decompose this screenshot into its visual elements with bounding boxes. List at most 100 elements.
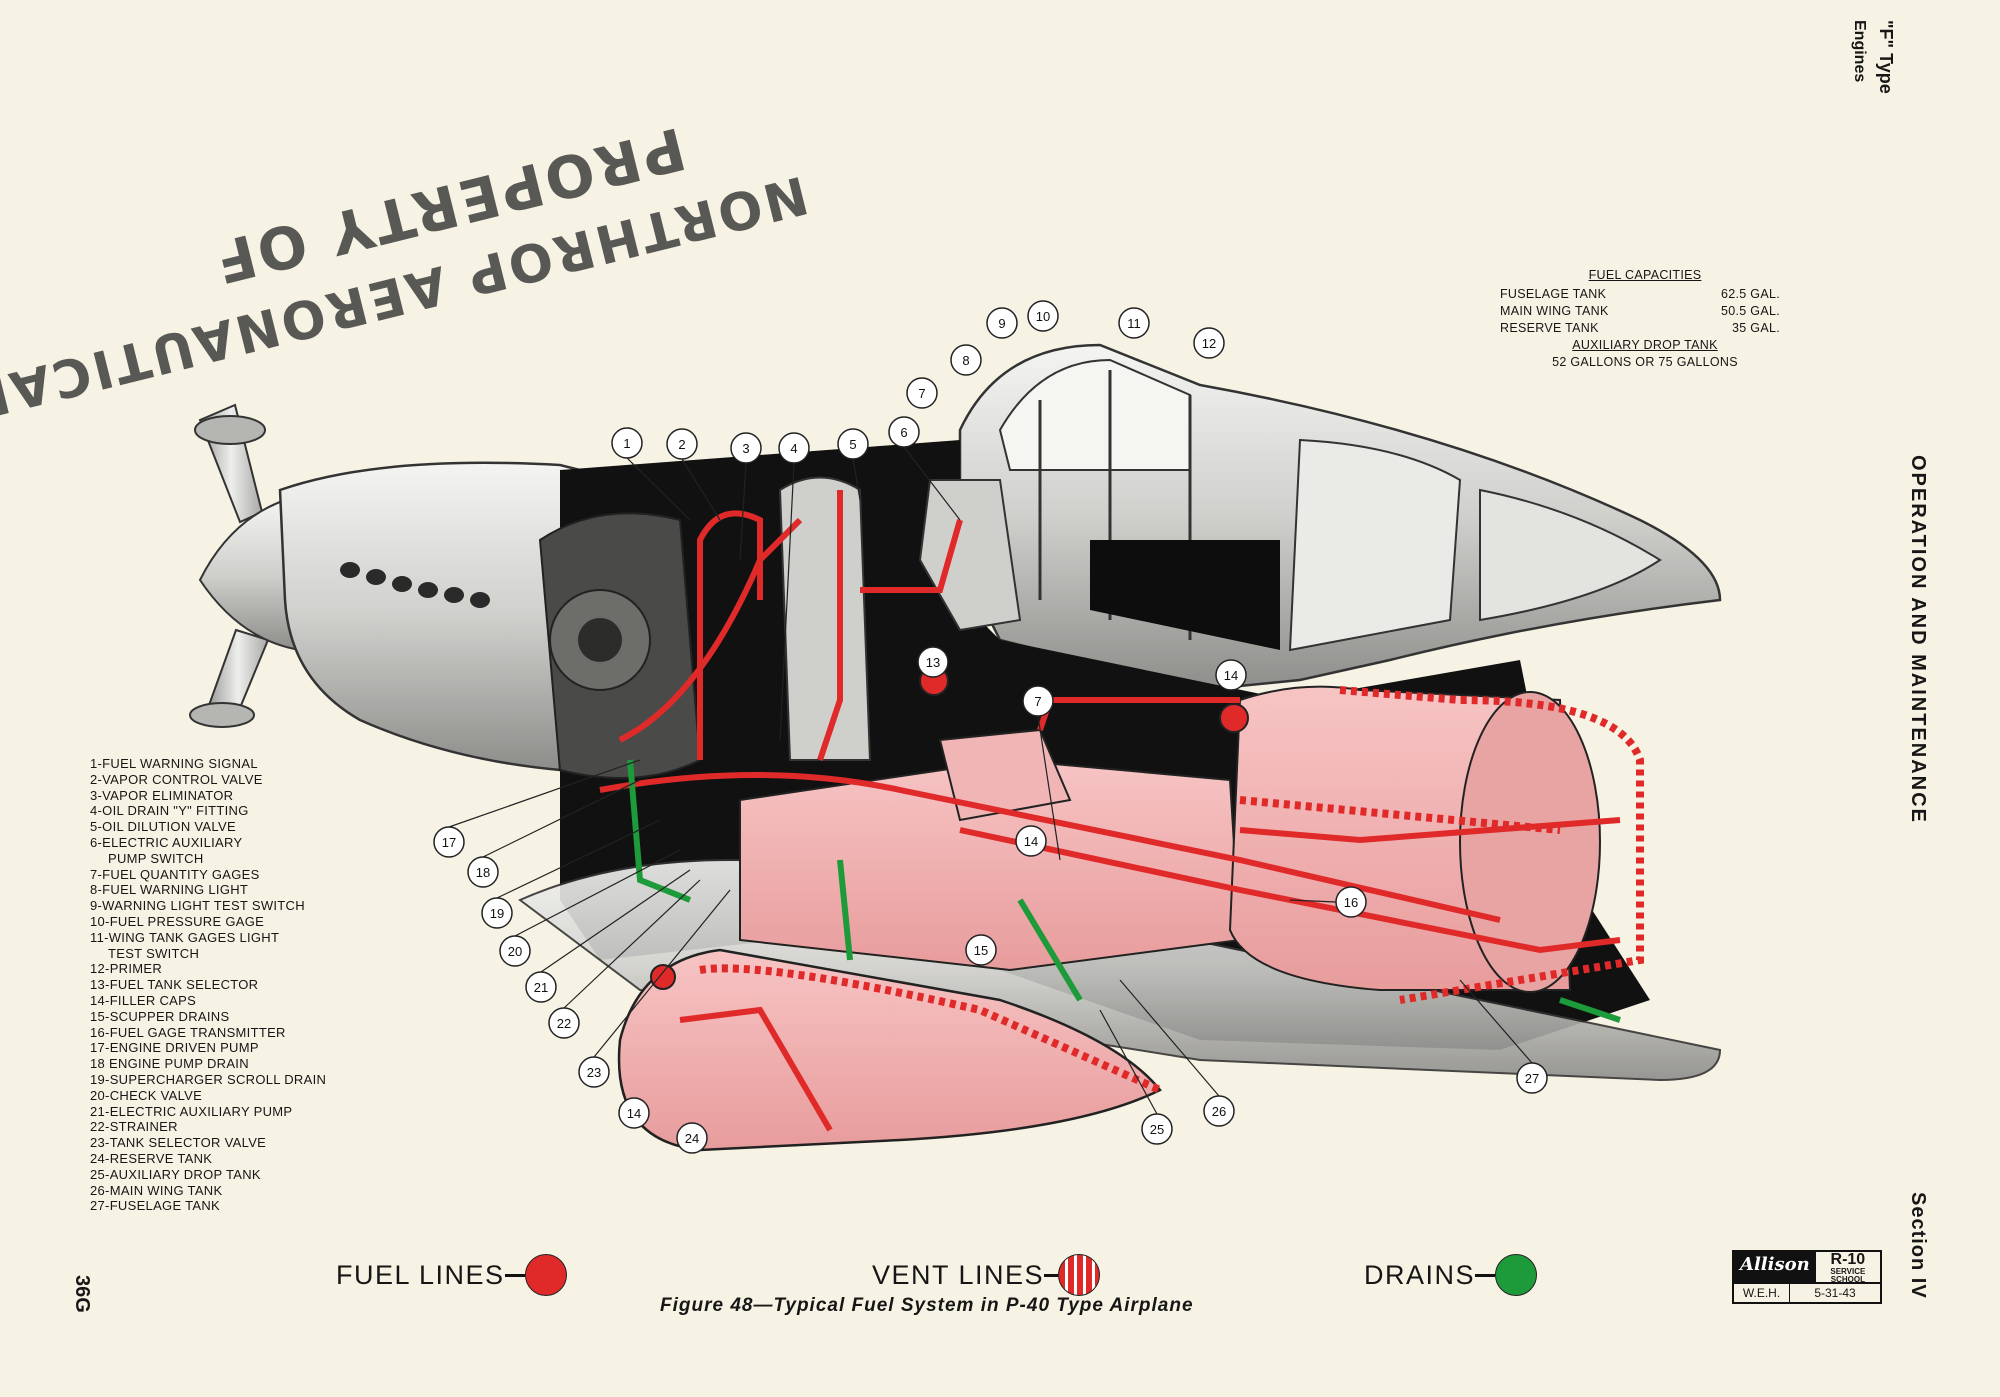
auxiliary-drop-tank (617, 948, 1162, 1152)
callout-26: 26 (1212, 1104, 1226, 1119)
callout-17: 17 (442, 835, 456, 850)
list-item: 2-VAPOR CONTROL VALVE (90, 771, 263, 787)
vent-lines-label: VENT LINES (872, 1259, 1045, 1290)
callout-14c: 14 (627, 1106, 641, 1121)
list-item: 6-ELECTRIC AUXILIARY (90, 834, 243, 850)
callout-24: 24 (685, 1131, 699, 1146)
callout-13: 13 (926, 655, 940, 670)
fuel-lines-key: FUEL LINES (336, 1254, 567, 1296)
list-item: 7-FUEL QUANTITY GAGES (90, 866, 260, 882)
callout-7b: 7 (1034, 694, 1041, 709)
page-number: 36G (71, 1275, 93, 1313)
drains-label: DRAINS (1364, 1259, 1476, 1290)
firewall-panel (778, 476, 872, 761)
vent-lines-key: VENT LINES (872, 1254, 1101, 1296)
list-item: 10-FUEL PRESSURE GAGE (90, 913, 265, 929)
callout-14a: 14 (1224, 668, 1238, 683)
list-item: 8-FUEL WARNING LIGHT (90, 882, 249, 898)
badge-school: SERVICE SCHOOL (1830, 1267, 1866, 1284)
callout-25: 25 (1150, 1122, 1164, 1137)
figure-caption: Figure 48—Typical Fuel System in P-40 Ty… (660, 1295, 1194, 1316)
capacity-row: MAIN WING TANK 50.5 GAL. (1500, 303, 1790, 320)
list-item: 9-WARNING LIGHT TEST SWITCH (90, 898, 305, 914)
fuel-lines (599, 490, 1621, 1132)
list-item: 22-STRAINER (90, 1119, 178, 1135)
capacity-label: FUSELAGE TANK (1500, 287, 1607, 301)
callout-23: 23 (587, 1065, 601, 1080)
fuel-lines-label: FUEL LINES (336, 1259, 505, 1290)
vent-lines (699, 686, 1644, 1094)
callout-8: 8 (962, 353, 969, 368)
capacity-row: FUSELAGE TANK 62.5 GAL. (1500, 286, 1790, 303)
list-item: 12-PRIMER (90, 961, 163, 977)
section-number: Section IV (1907, 1192, 1929, 1299)
engine-cowling (278, 461, 723, 772)
callout-27: 27 (1525, 1071, 1539, 1086)
drains-key: DRAINS (1364, 1254, 1538, 1296)
callout-5: 5 (849, 437, 856, 452)
engines-label: Engines (1851, 20, 1868, 83)
type-label: "F" Type (1876, 20, 1896, 94)
capacity-label: RESERVE TANK (1500, 321, 1599, 335)
list-item: 15-SCUPPER DRAINS (90, 1008, 230, 1024)
callout-19: 19 (490, 906, 504, 921)
list-item: 4-OIL DRAIN "Y" FITTING (90, 803, 249, 819)
callout-2: 2 (678, 437, 685, 452)
list-item: 17-ENGINE DRIVEN PUMP (90, 1040, 259, 1056)
callout-12: 12 (1202, 336, 1216, 351)
badge-date: 5-31-43 (1814, 1286, 1856, 1300)
callout-9: 9 (998, 316, 1005, 331)
callout-4: 4 (790, 441, 797, 456)
list-item: 14-FILLER CAPS (90, 992, 197, 1008)
list-item: 11-WING TANK GAGES LIGHT (90, 929, 280, 945)
callout-20: 20 (508, 944, 522, 959)
callout-22: 22 (557, 1016, 571, 1031)
callout-10: 10 (1036, 309, 1050, 324)
fuel-lines-swatch (524, 1254, 567, 1296)
list-item: 20-CHECK VALVE (90, 1087, 203, 1103)
engine-type-label: "F" Type (1875, 20, 1896, 94)
badge-initials: W.E.H. (1734, 1284, 1790, 1302)
list-item: 13-FUEL TANK SELECTOR (90, 977, 259, 993)
section-title: OPERATION AND MAINTENANCE (1907, 455, 1929, 824)
list-item: 23-TANK SELECTOR VALVE (90, 1135, 267, 1151)
canopy (958, 343, 1722, 692)
callout-15: 15 (974, 943, 988, 958)
callout-circles (433, 300, 1548, 1154)
callout-3: 3 (742, 441, 749, 456)
list-item: 16-FUEL GAGE TRANSMITTER (90, 1024, 286, 1040)
list-item: 26-MAIN WING TANK (90, 1182, 223, 1198)
capacity-value: 50.5 GAL. (1721, 304, 1780, 318)
list-item: 5-OIL DILUTION VALVE (90, 819, 236, 835)
allison-badge: Allison R-10 SERVICE SCHOOL W.E.H. 5-31-… (1732, 1250, 1882, 1305)
callout-11: 11 (1127, 316, 1141, 331)
capacity-label: MAIN WING TANK (1500, 304, 1609, 318)
list-item: 24-RESERVE TANK (90, 1150, 213, 1166)
list-item: PUMP SWITCH (108, 850, 204, 866)
callout-7: 7 (918, 386, 925, 401)
list-item: 1-FUEL WARNING SIGNAL (90, 756, 258, 771)
aux-tank-title: AUXILIARY DROP TANK (1572, 338, 1718, 352)
leader-lines (448, 446, 1533, 1115)
list-item: TEST SWITCH (108, 945, 200, 961)
callout-21: 21 (534, 980, 548, 995)
list-item: 3-VAPOR ELIMINATOR (90, 787, 234, 803)
drains-swatch (1495, 1254, 1538, 1296)
list-item: 21-ELECTRIC AUXILIARY PUMP (90, 1103, 293, 1119)
capacity-row: RESERVE TANK 35 GAL. (1500, 320, 1790, 337)
callout-18: 18 (476, 865, 490, 880)
list-item: 25-AUXILIARY DROP TANK (90, 1166, 261, 1182)
capacities-title: FUEL CAPACITIES (1588, 268, 1702, 282)
callout-16: 16 (1344, 895, 1358, 910)
callout-6: 6 (900, 425, 907, 440)
badge-model: R-10 (1830, 1251, 1866, 1268)
callout-labels: 1 2 3 4 5 6 7 8 9 10 11 12 13 14 7 14 14… (442, 309, 1539, 1146)
vent-lines-swatch (1058, 1254, 1101, 1296)
fuel-capacities: FUEL CAPACITIES FUSELAGE TANK 62.5 GAL. … (1500, 268, 1790, 371)
list-item: 27-FUSELAGE TANK (90, 1198, 221, 1214)
list-item: 18 ENGINE PUMP DRAIN (90, 1056, 249, 1072)
list-item: 19-SUPERCHARGER SCROLL DRAIN (90, 1071, 327, 1087)
reserve-tank (938, 728, 1072, 822)
callout-1: 1 (623, 436, 630, 451)
